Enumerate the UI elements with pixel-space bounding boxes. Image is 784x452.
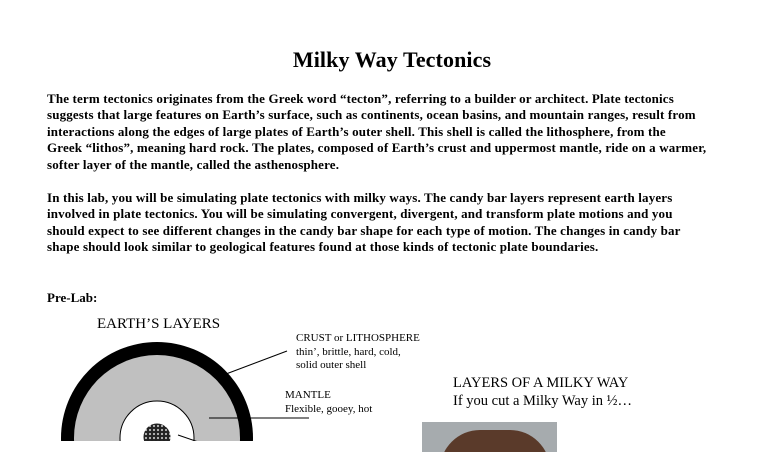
crust-pointer-line [225, 350, 288, 375]
milky-way-title: LAYERS OF A MILKY WAY [453, 375, 629, 391]
milky-way-layers-heading: LAYERS OF A MILKY WAY If you cut a Milky… [453, 374, 632, 410]
crust-label-title: CRUST or LITHOSPHERE [296, 332, 420, 344]
milky-way-photo [422, 422, 557, 452]
paragraph-line: interactions along the edges of large pl… [47, 123, 666, 139]
mantle-label-title: MANTLE [285, 389, 331, 401]
paragraph-line: In this lab, you will be simulating plat… [47, 190, 673, 205]
mantle-layer [74, 355, 240, 441]
paragraph-line: Greek “lithos”, meaning hard rock. The p… [47, 140, 707, 156]
earth-layers-title: EARTH’S LAYERS [97, 316, 221, 332]
mantle-label-desc: Flexible, gooey, hot [285, 402, 373, 415]
paragraph-line: The term tectonics originates from the G… [47, 91, 674, 106]
document-page: Milky Way Tectonics The term tectonics o… [47, 47, 747, 452]
mantle-label: MANTLE Flexible, gooey, hot [285, 389, 372, 416]
paragraph-line: should expect to see different changes i… [47, 222, 681, 238]
crust-label-desc: solid outer shell [296, 359, 367, 371]
candy-bar-image [440, 430, 550, 452]
lab-description-paragraph: In this lab, you will be simulating plat… [47, 190, 747, 256]
intro-paragraph: The term tectonics originates from the G… [47, 91, 747, 173]
outer-core-layer [119, 400, 195, 441]
earth-layers-diagram [61, 342, 309, 441]
crust-label: CRUST or LITHOSPHERE thin’, brittle, har… [296, 332, 420, 373]
crust-label-desc: thin’, brittle, hard, cold, [296, 345, 401, 358]
paragraph-line: shape should look similar to geological … [47, 239, 599, 255]
paragraph-line: involved in plate tectonics. You will be… [47, 206, 673, 222]
page-title: Milky Way Tectonics [292, 47, 492, 72]
milky-way-subtitle: If you cut a Milky Way in ½… [453, 393, 632, 409]
paragraph-line: softer layer of the mantle, called the a… [47, 156, 340, 172]
paragraph-line: suggests that large features on Earth’s … [47, 107, 696, 123]
prelab-heading: Pre-Lab: [47, 290, 98, 305]
inner-core-layer [143, 423, 171, 441]
